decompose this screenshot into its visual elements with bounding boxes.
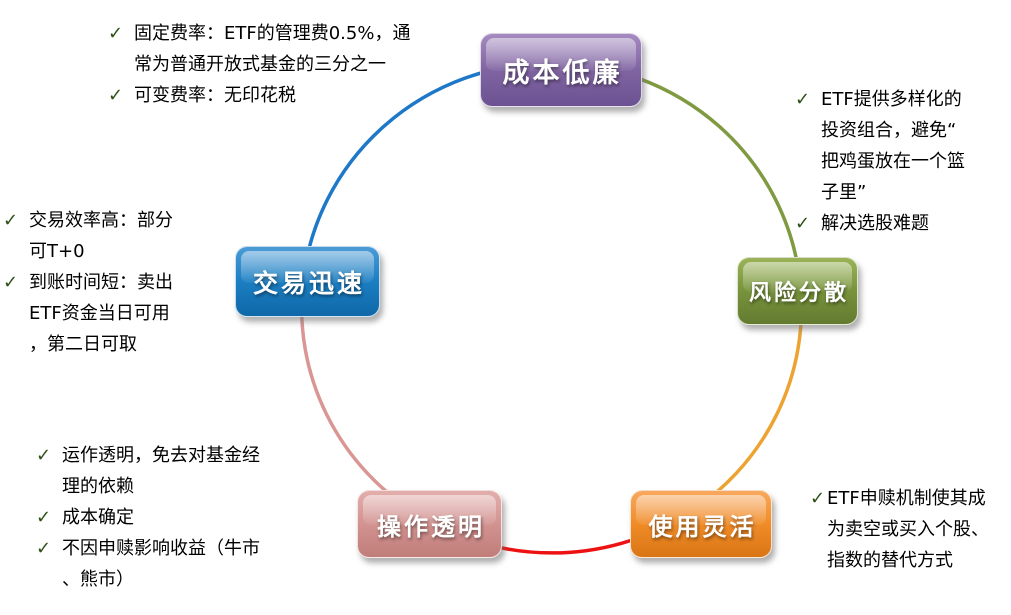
arc-bottomleft-to-left xyxy=(299,281,421,518)
note-line: ，第二日可取 xyxy=(3,329,173,360)
note-line: 可T+0 xyxy=(3,236,173,267)
check-icon: ✓ xyxy=(795,213,811,234)
check-icon: ✓ xyxy=(3,272,19,293)
check-icon: ✓ xyxy=(36,445,52,466)
note-line: 子里” xyxy=(795,177,965,208)
note-line: 理的依赖 xyxy=(36,471,260,502)
node-flexible-label: 使用灵活 xyxy=(648,512,757,541)
cost-notes: ✓ 固定费率：ETF的管理费0.5%，通 常为普通开放式基金的三分之一 ✓ 可变… xyxy=(108,18,410,111)
note-text: 解决选股难题 xyxy=(821,213,929,234)
note-text: 可变费率：无印花税 xyxy=(134,85,296,106)
flexible-notes: ✓ ETF申赎机制使其成 为卖空或买入个股、 指数的替代方式 xyxy=(810,483,989,576)
note-text: 可T+0 xyxy=(29,241,85,262)
note-text: ETF资金当日可用 xyxy=(29,303,170,324)
note-text: ETF申赎机制使其成 xyxy=(827,488,986,509)
node-flexible: 使用灵活 xyxy=(630,490,772,558)
risk-notes: ✓ ETF提供多样化的 投资组合，避免“ 把鸡蛋放在一个篮 子里” ✓ 解决选股… xyxy=(795,84,965,239)
check-icon: ✓ xyxy=(810,488,826,509)
note-line: ✓ 不因申赎影响收益（牛市 xyxy=(36,533,260,564)
check-icon: ✓ xyxy=(36,507,52,528)
check-icon: ✓ xyxy=(108,85,124,106)
note-text: ETF提供多样化的 xyxy=(821,89,962,110)
note-text: 为卖空或买入个股、 xyxy=(827,519,989,540)
node-risk: 风险分散 xyxy=(737,257,858,325)
note-text: 投资组合，避免“ xyxy=(821,120,957,141)
note-text: 、熊市） xyxy=(62,569,134,590)
note-line: 投资组合，避免“ xyxy=(795,115,965,146)
note-line: ✓ 运作透明，免去对基金经 xyxy=(36,440,260,471)
node-fast: 交易迅速 xyxy=(235,246,380,317)
note-line: ✓ 固定费率：ETF的管理费0.5%，通 xyxy=(108,18,410,49)
note-text: ，第二日可取 xyxy=(29,334,137,355)
note-text: 运作透明，免去对基金经 xyxy=(62,445,260,466)
note-text: 子里” xyxy=(821,182,867,203)
check-icon: ✓ xyxy=(3,210,19,231)
note-line: ✓ 到账时间短：卖出 xyxy=(3,267,173,298)
note-line: ETF资金当日可用 xyxy=(3,298,173,329)
note-line: ✓ 交易效率高：部分 xyxy=(3,205,173,236)
note-text: 指数的替代方式 xyxy=(827,550,953,571)
note-text: 理的依赖 xyxy=(62,476,134,497)
node-risk-label: 风险分散 xyxy=(748,281,849,306)
note-line: 把鸡蛋放在一个篮 xyxy=(795,146,965,177)
node-transparent-label: 操作透明 xyxy=(377,512,485,541)
note-line: ✓ 成本确定 xyxy=(36,502,260,533)
check-icon: ✓ xyxy=(36,538,52,559)
node-cost: 成本低廉 xyxy=(480,33,642,107)
note-text: 不因申赎影响收益（牛市 xyxy=(62,538,260,559)
node-transparent: 操作透明 xyxy=(357,490,502,558)
note-line: ✓ ETF提供多样化的 xyxy=(795,84,965,115)
fast-notes: ✓ 交易效率高：部分 可T+0 ✓ 到账时间短：卖出 ETF资金当日可用 ，第二… xyxy=(3,205,173,360)
note-line: 为卖空或买入个股、 xyxy=(810,514,989,545)
note-line: ✓ ETF申赎机制使其成 xyxy=(810,483,989,514)
check-icon: ✓ xyxy=(108,23,124,44)
note-text: 把鸡蛋放在一个篮 xyxy=(821,151,965,172)
transparent-notes: ✓ 运作透明，免去对基金经 理的依赖 ✓ 成本确定 ✓ 不因申赎影响收益（牛市 … xyxy=(36,440,260,595)
note-text: 常为普通开放式基金的三分之一 xyxy=(134,54,386,75)
note-line: ✓ 解决选股难题 xyxy=(795,208,965,239)
note-line: 常为普通开放式基金的三分之一 xyxy=(108,49,410,80)
note-text: 成本确定 xyxy=(62,507,134,528)
check-icon: ✓ xyxy=(795,89,811,110)
note-line: 指数的替代方式 xyxy=(810,545,989,576)
node-fast-label: 交易迅速 xyxy=(252,268,365,298)
note-text: 固定费率：ETF的管理费0.5%，通 xyxy=(134,23,411,44)
note-text: 到账时间短：卖出 xyxy=(29,272,173,293)
note-line: 、熊市） xyxy=(36,564,260,595)
note-line: ✓ 可变费率：无印花税 xyxy=(108,80,410,111)
node-cost-label: 成本低廉 xyxy=(502,57,623,89)
note-text: 交易效率高：部分 xyxy=(29,210,173,231)
